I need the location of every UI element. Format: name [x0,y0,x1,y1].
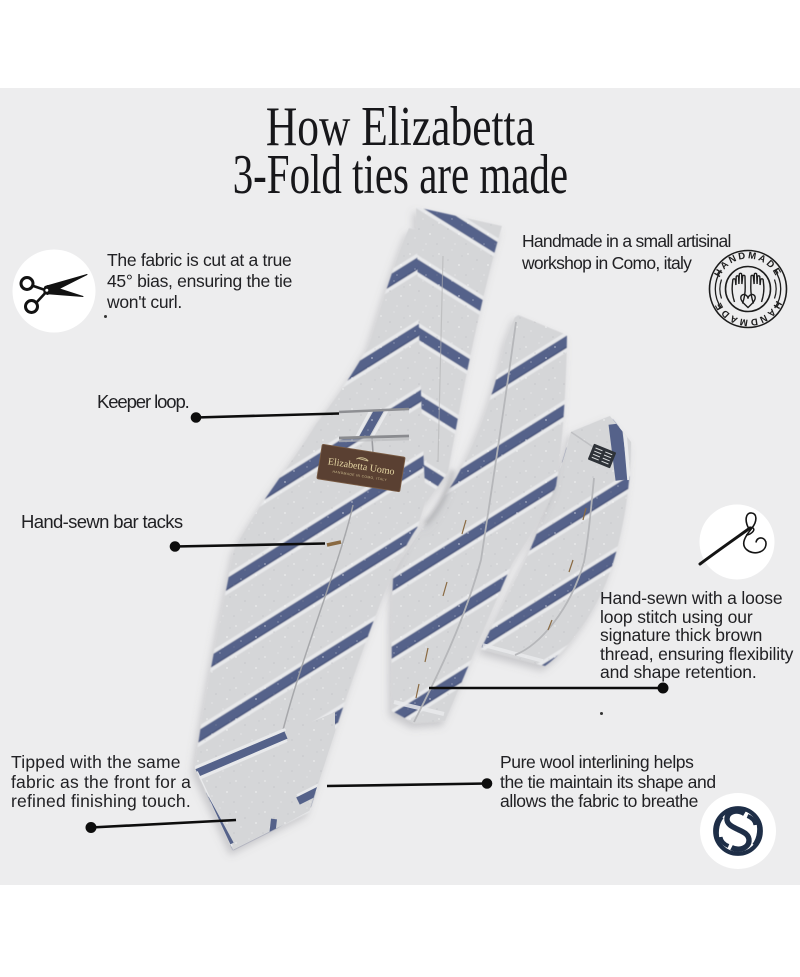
svg-text:HANDMADE: HANDMADE [712,299,783,328]
